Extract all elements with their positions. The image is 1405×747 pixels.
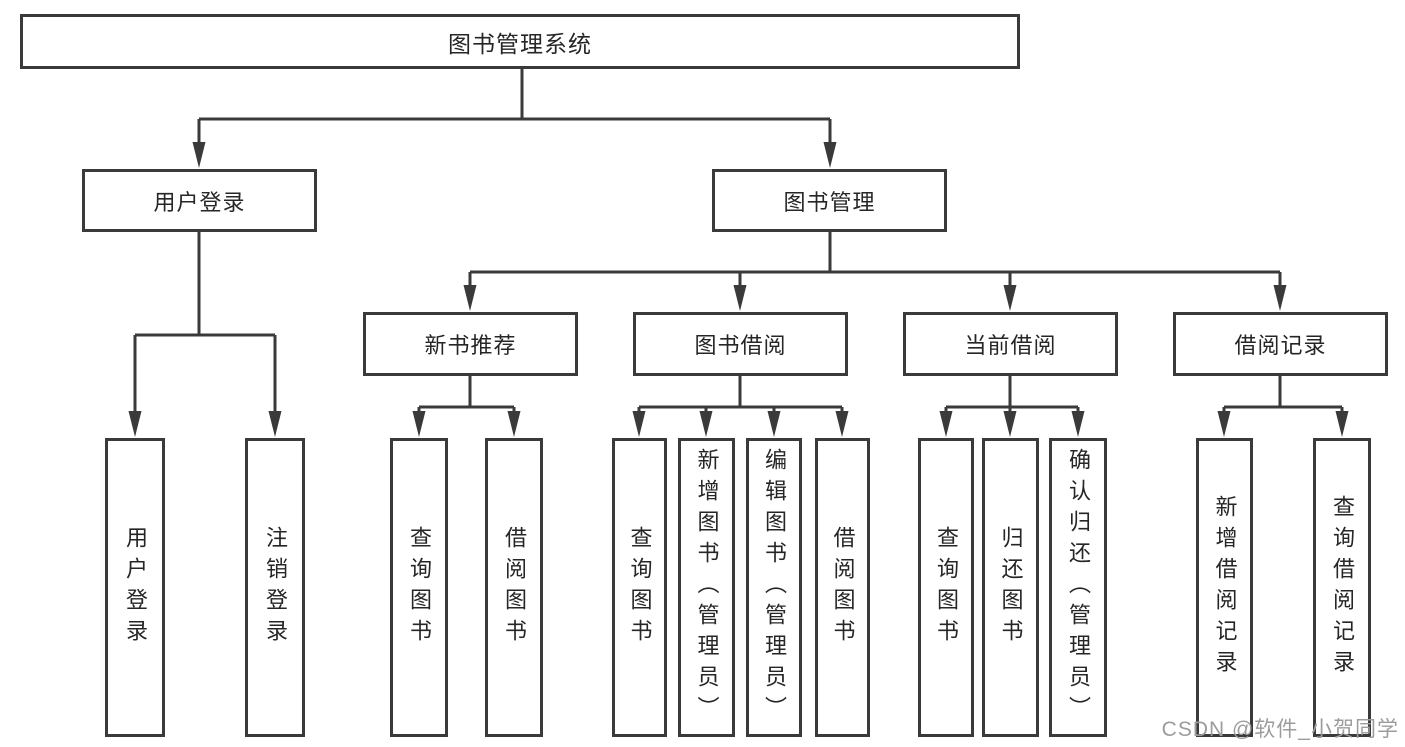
node-library-management-system: 图书管理系统 — [20, 14, 1020, 69]
node-book-borrowing: 图书借阅 — [633, 312, 848, 376]
node-label: 查询借阅记录 — [1330, 494, 1355, 681]
leaf-query-books-borrow: 查询图书 — [612, 438, 667, 737]
node-label: 图书管理 — [783, 189, 876, 215]
leaf-add-borrow-record: 新增借阅记录 — [1196, 438, 1253, 737]
node-label: 图书管理系统 — [448, 30, 592, 57]
leaf-borrow-books-recommend: 借阅图书 — [485, 438, 543, 737]
node-label: 新增图书（管理员） — [694, 448, 720, 727]
leaf-edit-books-admin: 编辑图书（管理员） — [746, 438, 802, 737]
watermark: CSDN @软件_小贺同学 — [1161, 718, 1399, 741]
node-label: 用户登录 — [123, 525, 148, 650]
leaf-query-books-recommend: 查询图书 — [390, 438, 448, 737]
node-label: 借阅记录 — [1234, 333, 1327, 358]
node-user-login: 用户登录 — [82, 169, 317, 232]
leaf-return-books: 归还图书 — [982, 438, 1039, 737]
leaf-confirm-return-admin: 确认归还（管理员） — [1049, 438, 1107, 737]
node-borrowing-records: 借阅记录 — [1173, 312, 1388, 376]
node-label: 查询图书 — [934, 525, 959, 650]
node-current-borrowing: 当前借阅 — [903, 312, 1118, 376]
node-new-book-recommendation: 新书推荐 — [363, 312, 578, 376]
node-label: 借阅图书 — [830, 525, 856, 650]
node-label: 当前借阅 — [964, 333, 1057, 358]
leaf-query-books-current: 查询图书 — [918, 438, 974, 737]
node-label: 查询图书 — [627, 525, 653, 650]
leaf-add-books-admin: 新增图书（管理员） — [678, 438, 735, 737]
node-label: 图书借阅 — [694, 333, 787, 358]
leaf-borrow-books: 借阅图书 — [815, 438, 870, 737]
leaf-user-login: 用户登录 — [105, 438, 165, 737]
node-label: 借阅图书 — [502, 525, 527, 650]
node-label: 确认归还（管理员） — [1066, 448, 1091, 727]
leaf-query-borrow-record: 查询借阅记录 — [1313, 438, 1371, 737]
node-label: 用户登录 — [153, 189, 246, 215]
node-book-management: 图书管理 — [712, 169, 947, 232]
node-label: 新书推荐 — [424, 333, 517, 358]
leaf-logout-login: 注销登录 — [245, 438, 305, 737]
node-label: 编辑图书（管理员） — [762, 448, 787, 727]
node-label: 新增借阅记录 — [1212, 494, 1238, 681]
node-label: 归还图书 — [998, 525, 1024, 650]
node-label: 查询图书 — [407, 525, 432, 650]
node-label: 注销登录 — [263, 525, 288, 650]
